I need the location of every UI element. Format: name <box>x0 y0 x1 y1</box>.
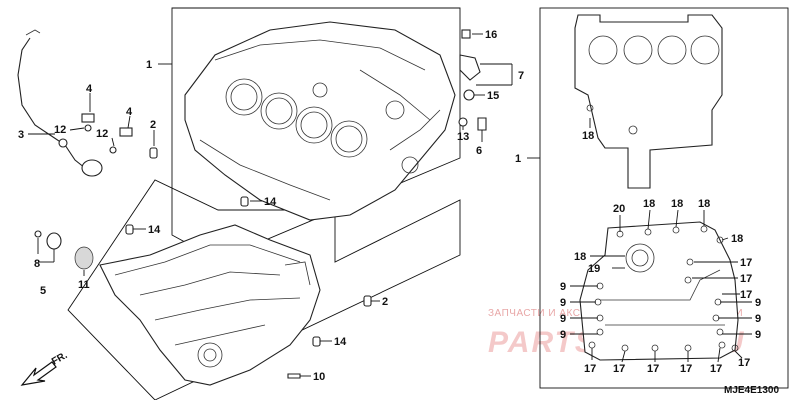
callout-9-g: 9 <box>755 329 761 341</box>
callout-10: 10 <box>313 371 325 383</box>
callout-2-upper: 2 <box>150 119 156 131</box>
callout-1-lower: 1 <box>515 153 521 165</box>
lower-crankcase <box>99 224 321 386</box>
callout-18-a: 18 <box>643 198 655 210</box>
callout-18-e: 18 <box>574 251 586 263</box>
callout-17-bottom-a: 17 <box>584 363 596 375</box>
callout-18-b: 18 <box>671 198 683 210</box>
small-parts <box>34 29 487 379</box>
callout-18-d: 18 <box>731 233 743 245</box>
leader-lines <box>28 33 540 377</box>
callout-8: 8 <box>34 258 40 270</box>
callout-17-a: 17 <box>740 257 752 269</box>
diagram-code: MJE4E1300 <box>724 385 779 396</box>
callout-17-b: 17 <box>740 273 752 285</box>
callout-16: 16 <box>485 29 497 41</box>
callout-3: 3 <box>18 129 24 141</box>
callout-9-b: 9 <box>560 297 566 309</box>
callout-4-right: 4 <box>126 106 133 118</box>
callout-5: 5 <box>40 285 46 297</box>
callout-4-left: 4 <box>86 83 93 95</box>
callout-17-c: 17 <box>740 289 752 301</box>
callout-12-left: 12 <box>54 124 66 136</box>
callout-9-d: 9 <box>560 329 566 341</box>
callout-1-upper: 1 <box>146 59 152 71</box>
callout-20: 20 <box>613 203 625 215</box>
callout-2-lower: 2 <box>382 296 388 308</box>
callout-12-right: 12 <box>96 128 108 140</box>
callout-9-c: 9 <box>560 313 566 325</box>
callout-13: 13 <box>457 131 469 143</box>
right-view-frame <box>539 7 789 389</box>
front-arrow: FR. <box>20 350 70 386</box>
callout-19: 19 <box>588 263 600 275</box>
callout-15: 15 <box>487 90 499 102</box>
callout-14-lower-right: 14 <box>334 336 347 348</box>
callout-7: 7 <box>518 70 524 82</box>
callouts-right-view: 18 20 18 18 18 18 18 19 17 17 17 9 9 9 9… <box>560 130 761 375</box>
wire-harness <box>17 29 103 177</box>
callout-18-top: 18 <box>582 130 594 142</box>
callout-17-bottom-b: 17 <box>613 363 625 375</box>
callout-11: 11 <box>78 279 90 291</box>
callout-17-bottom-f: 17 <box>738 357 750 369</box>
callout-17-bottom-e: 17 <box>710 363 722 375</box>
front-arrow-icon <box>20 361 57 386</box>
front-label: FR. <box>50 350 70 368</box>
callout-9-f: 9 <box>755 313 761 325</box>
upper-crankcase <box>184 21 456 221</box>
callout-9-a: 9 <box>560 281 566 293</box>
callout-14-upper: 14 <box>264 196 277 208</box>
callout-17-bottom-d: 17 <box>680 363 692 375</box>
callout-17-bottom-c: 17 <box>647 363 659 375</box>
callout-6: 6 <box>476 145 482 157</box>
right-reference-view <box>570 14 752 363</box>
callout-18-c: 18 <box>698 198 710 210</box>
callouts-main: 1 2 3 4 4 12 12 14 14 14 2 10 11 8 5 16 … <box>18 29 524 383</box>
callout-14-lower-left: 14 <box>148 224 161 236</box>
callout-9-e: 9 <box>755 297 761 309</box>
